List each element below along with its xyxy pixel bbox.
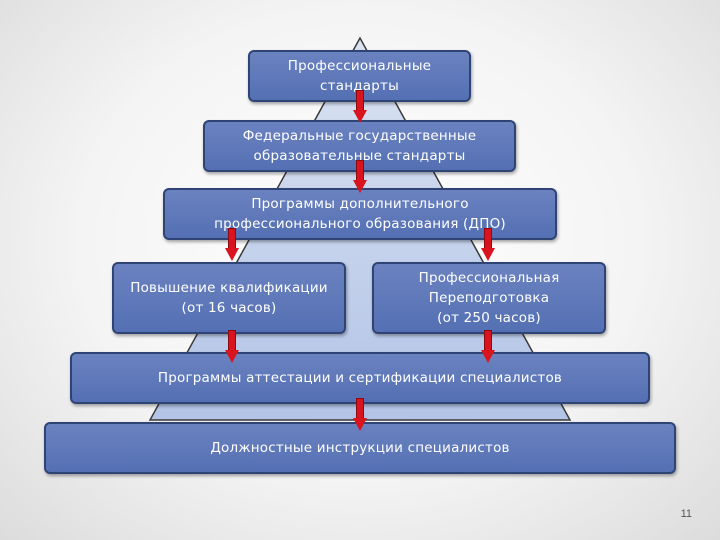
arrow-down-icon xyxy=(353,398,367,432)
arrow-down-icon xyxy=(353,160,367,194)
arrow-down-icon xyxy=(353,90,367,124)
arrow-down-icon xyxy=(481,228,495,262)
page-number: 11 xyxy=(680,508,692,520)
arrow-down-icon xyxy=(225,228,239,262)
dpo-programs-box: Программы дополнительного профессиональн… xyxy=(163,188,557,240)
arrow-down-icon xyxy=(481,330,495,364)
retraining-box: Профессиональная Переподготовка (от 250 … xyxy=(372,262,606,334)
attestation-box: Программы аттестации и сертификации спец… xyxy=(70,352,650,404)
arrow-down-icon xyxy=(225,330,239,364)
qualification-box: Повышение квалификации (от 16 часов) xyxy=(112,262,346,334)
